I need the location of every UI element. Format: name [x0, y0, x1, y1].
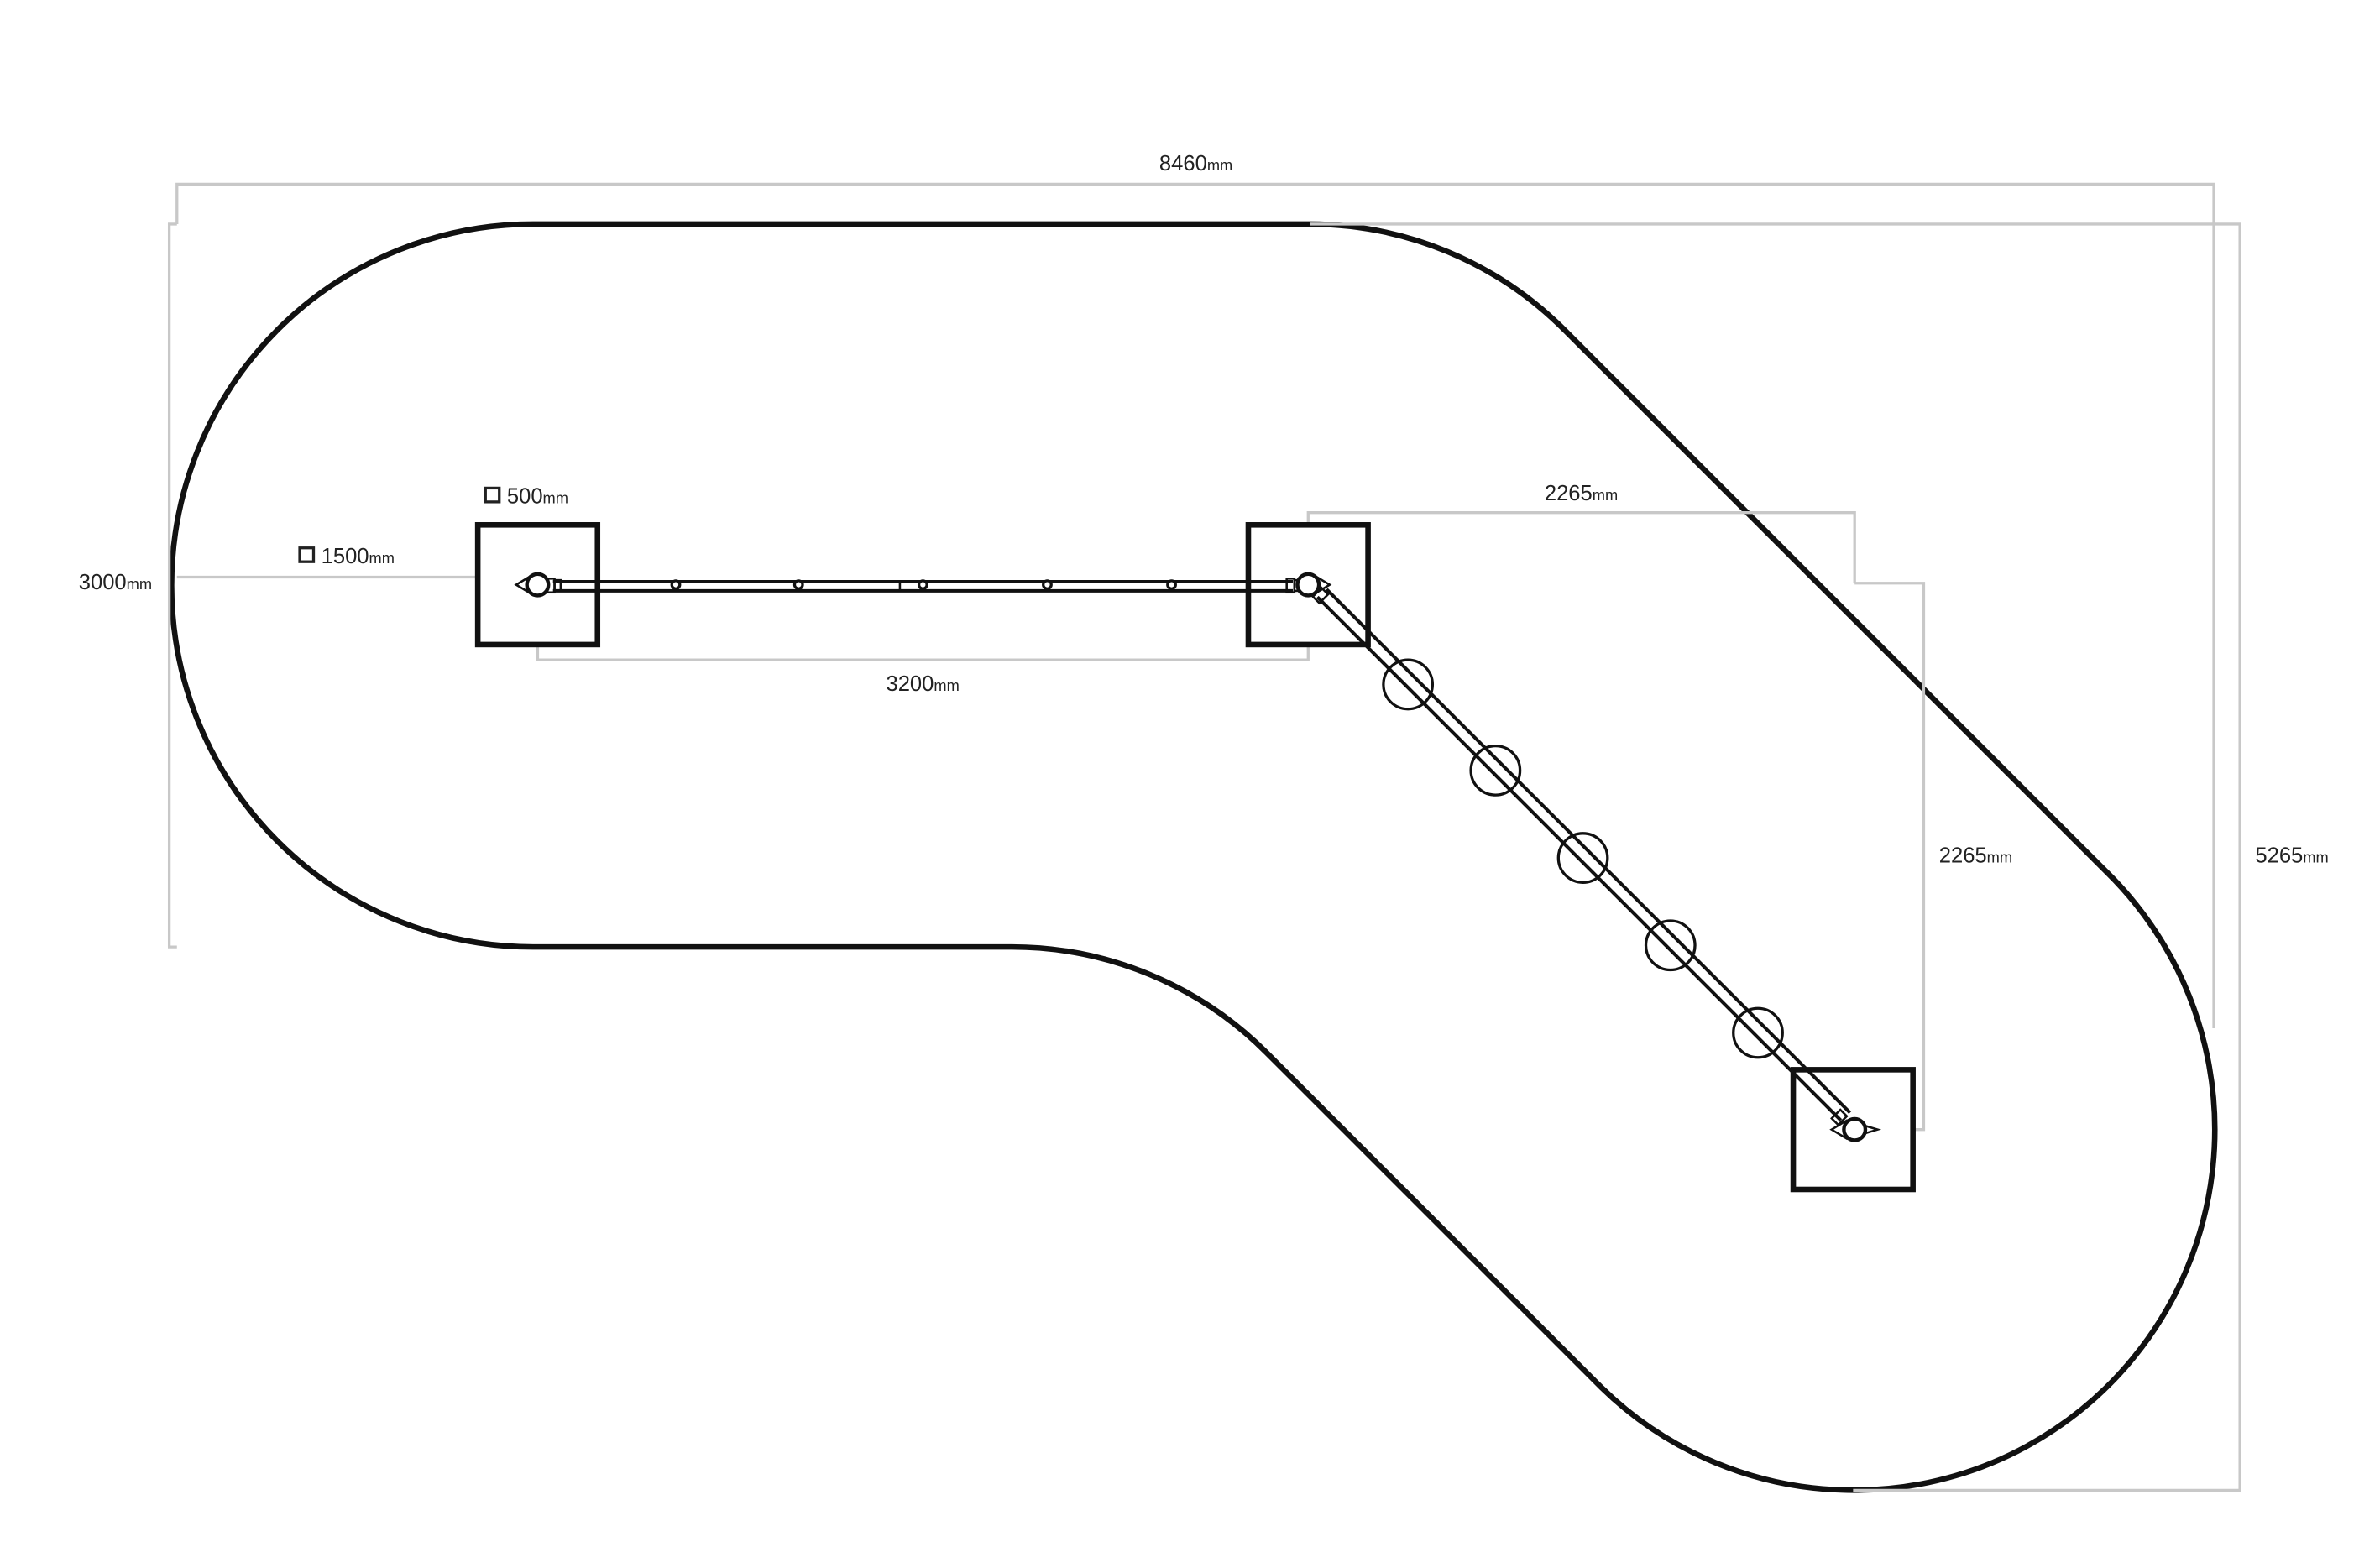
left-post-joint	[514, 572, 562, 598]
square-symbol-icon	[298, 546, 316, 563]
diagonal-vertical-label: 2265mm	[1939, 844, 2012, 868]
right-post-joint	[1829, 1108, 1882, 1142]
rope-node	[1166, 579, 1177, 591]
diagonal-rope-span	[1316, 588, 1852, 1122]
zone-size-label: 1500mm	[322, 545, 395, 568]
diagonal-horizontal-label: 2265mm	[1545, 482, 1618, 505]
overall-width-dimension-line	[175, 182, 2215, 1029]
hanging-seat	[1469, 744, 1522, 797]
overall-depth-dimension-line	[1310, 222, 2241, 1492]
dimension-lines	[167, 182, 2241, 1492]
overall-depth-label: 5265mm	[2255, 844, 2328, 868]
hanging-seat	[1556, 832, 1609, 884]
middle-post-joint	[1285, 572, 1332, 605]
diagonal-vertical-dimension-line	[1854, 582, 1926, 1132]
left-end-width-dimension-line	[167, 222, 177, 949]
straight-span-dimension-line	[536, 644, 1310, 661]
left-end-width-label: 3000mm	[79, 571, 152, 594]
diagonal-horizontal-dimension-line	[1306, 511, 1856, 583]
hanging-seat	[1732, 1006, 1784, 1059]
rope-node	[792, 579, 804, 591]
hanging-seat	[1644, 919, 1697, 972]
overall-width-label: 8460mm	[1159, 152, 1232, 175]
post-size-label: 500mm	[507, 485, 568, 509]
hanging-seat	[1382, 658, 1435, 711]
straight-span-label: 3200mm	[886, 672, 959, 696]
rope-node	[670, 579, 682, 591]
safety-zone-outline	[169, 221, 2218, 1493]
straight-rope-span	[552, 579, 1294, 593]
rope-node	[917, 579, 928, 591]
rope-node	[1042, 579, 1053, 591]
square-symbol-icon	[484, 486, 501, 504]
